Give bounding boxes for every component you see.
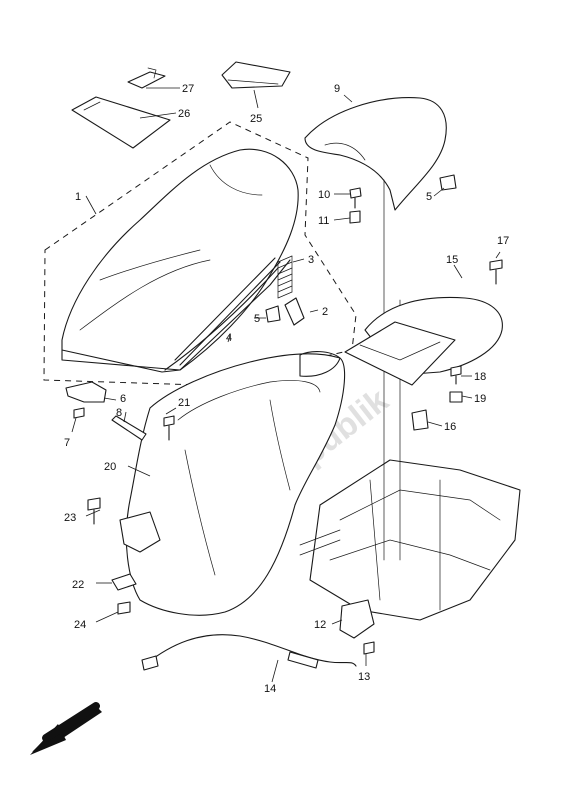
callout-6: 6 — [120, 393, 126, 405]
callout-17: 17 — [497, 235, 509, 247]
part-7-screw — [73, 407, 85, 419]
callout-24: 24 — [74, 619, 86, 631]
callout-10: 10 — [318, 189, 330, 201]
part-24-nut — [117, 601, 131, 615]
callout-11: 11 — [318, 215, 329, 227]
frame-section — [299, 459, 521, 621]
callout-26: 26 — [178, 108, 190, 120]
front-direction-arrow-icon — [30, 702, 102, 755]
callout-15: 15 — [446, 254, 458, 266]
part-11-collar — [349, 210, 361, 224]
part-10-bolt — [349, 187, 362, 209]
callout-13: 13 — [358, 671, 370, 683]
leader-lines — [71, 87, 501, 683]
callout-1: 1 — [75, 191, 81, 203]
callout-23: 23 — [64, 512, 76, 524]
part-1-seat — [61, 148, 299, 373]
callout-25: 25 — [250, 113, 262, 125]
seat-latch — [119, 511, 161, 553]
callout-18: 18 — [474, 371, 486, 383]
part-26-tray — [71, 96, 171, 149]
part-6-bracket — [65, 381, 107, 403]
part-16-rubber — [411, 409, 429, 431]
callout-3: 3 — [308, 254, 314, 266]
callout-27: 27 — [182, 83, 194, 95]
seat-group-outline — [43, 121, 357, 386]
callout-20: 20 — [104, 461, 116, 473]
callout-5-right: 5 — [426, 191, 432, 203]
callout-14: 14 — [264, 683, 276, 695]
callout-16: 16 — [444, 421, 456, 433]
callout-7: 7 — [64, 437, 70, 449]
part-9-grab-handle — [304, 97, 447, 211]
part-19-washer — [449, 391, 463, 403]
callout-4: 4 — [226, 332, 232, 344]
part-18-bolt — [450, 365, 462, 385]
part-4-hinge-bar — [174, 257, 281, 366]
part-14-cable — [141, 634, 357, 671]
callout-5-left: 5 — [254, 313, 260, 325]
part-17-bolt — [489, 259, 503, 285]
callout-22: 22 — [72, 579, 84, 591]
callout-labels: 1 2 3 4 5 5 6 7 8 9 10 11 12 13 14 15 16… — [64, 83, 509, 695]
part-25-manual-pack — [221, 61, 291, 89]
part-5-rubber-right — [439, 174, 457, 191]
part-20-storage-box — [125, 351, 346, 616]
part-15-carrier — [344, 296, 503, 386]
callout-12: 12 — [314, 619, 326, 631]
part-27-clip — [127, 67, 166, 89]
part-21-screw — [163, 415, 175, 441]
part-13-screw — [363, 641, 375, 655]
callout-9: 9 — [334, 83, 340, 95]
part-5-rubber-left — [265, 305, 281, 323]
part-3-spring — [277, 255, 293, 299]
part-8-pin — [111, 415, 147, 441]
callout-21: 21 — [178, 397, 190, 409]
callout-8: 8 — [116, 407, 122, 419]
part-2-damper — [284, 297, 305, 326]
callout-19: 19 — [474, 393, 486, 405]
callout-2: 2 — [322, 306, 328, 318]
part-12-lock-assembly — [339, 599, 375, 639]
part-22-clip — [111, 573, 137, 591]
